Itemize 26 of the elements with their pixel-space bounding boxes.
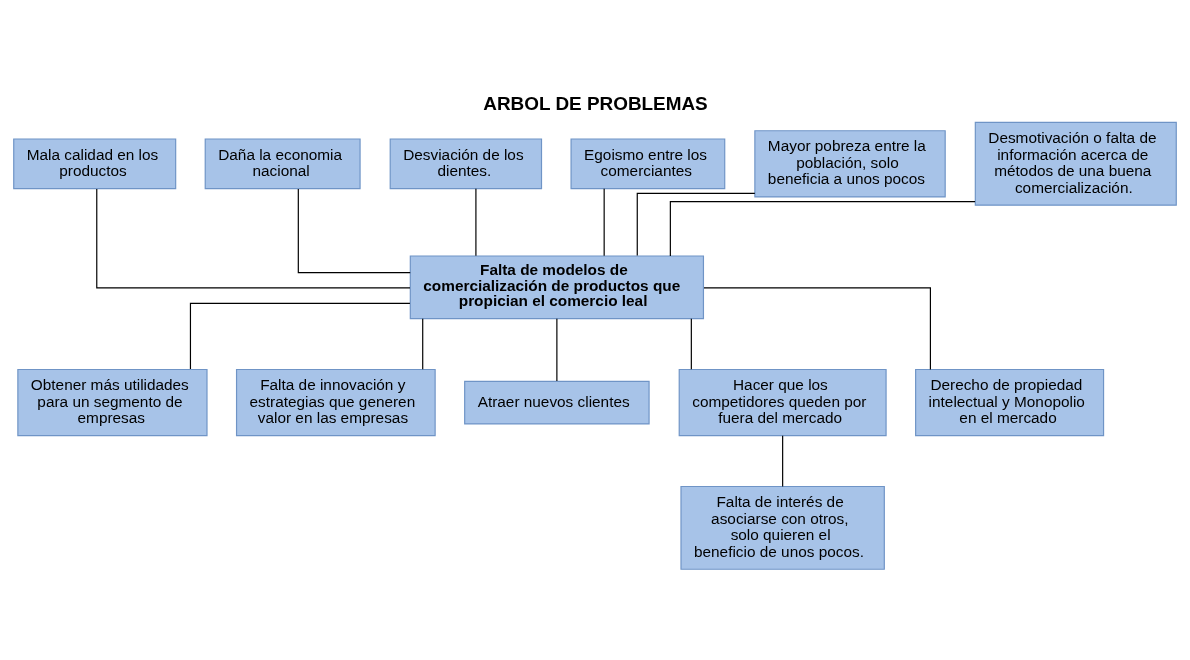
connector	[189, 302, 411, 370]
connector	[690, 317, 692, 370]
node-box: Mala calidad en los productos	[13, 137, 177, 189]
node-box: Daña la economia nacional	[204, 137, 361, 189]
node-box: Egoismo entre los comerciantes	[570, 137, 726, 189]
connector	[96, 187, 411, 289]
node-box: Mayor pobreza entre la población, solo beneficia a unos pocos	[754, 129, 946, 197]
node-box: Hacer que los competidores queden por fuera del mercado	[678, 368, 887, 436]
node-box: Falta de interés de asociarse con otros, solo quieren el beneficio de unos pocos.	[680, 485, 885, 570]
connector	[782, 434, 784, 487]
connector	[297, 187, 411, 273]
node-box: Atraer nuevos clientes	[464, 380, 650, 424]
node-box: Obtener más utilidades para un segmento de empresas	[17, 368, 208, 436]
connector	[636, 192, 756, 256]
connector	[703, 286, 931, 370]
node-box: Derecho de propiedad intelectual y Monopolio en el mercado	[915, 368, 1105, 436]
node-box: Desviación de los dientes.	[389, 137, 543, 189]
connector	[669, 200, 976, 257]
connector	[603, 187, 605, 256]
connector	[475, 187, 477, 256]
diagram-title: ARBOL DE PROBLEMAS	[483, 92, 708, 114]
node-box: Falta de modelos de comercialización de productos que propician el comercio leal	[409, 254, 705, 319]
connector	[556, 317, 558, 382]
node-box: Desmotivación o falta de información acerca de métodos de una buena comercialización.	[974, 121, 1177, 206]
connector	[422, 317, 424, 370]
node-box: Falta de innovación y estrategias que generen valor en las empresas	[235, 368, 436, 436]
